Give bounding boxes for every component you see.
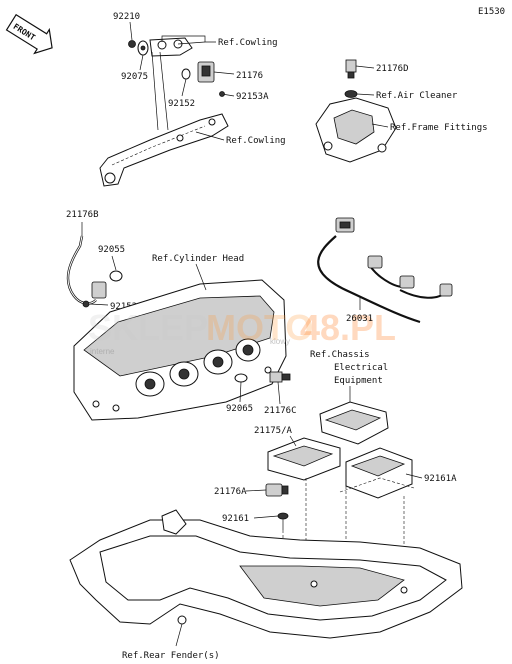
wiring-harness [317, 217, 453, 324]
label-92153a: 92153A [236, 92, 269, 102]
label-92153: 92153 [110, 302, 137, 312]
front-arrow-icon: FRONT [5, 13, 53, 55]
diagram-code: E1530 [478, 7, 505, 17]
label-ref-cowling-top: Ref.Cowling [218, 38, 278, 48]
bracket-92161a [339, 447, 415, 499]
label-21176: 21176 [236, 71, 263, 81]
label-ref-cowling-mid: Ref.Cowling [226, 136, 286, 146]
label-21176b: 21176B [66, 210, 99, 220]
label-ref-frame-fittings: Ref.Frame Fittings [390, 123, 488, 133]
label-92065: 92065 [226, 404, 253, 414]
label-21176d: 21176D [376, 64, 409, 74]
cylinder-head [73, 279, 287, 421]
label-26031: 26031 [346, 314, 373, 324]
watermark-sub-left: interne [90, 347, 115, 356]
label-21176c: 21176C [264, 406, 297, 416]
label-92055: 92055 [98, 245, 125, 255]
label-electrical: Electrical [334, 363, 388, 373]
watermark-sub-right: klowy [270, 337, 290, 346]
sensor-21176b-group [66, 235, 123, 308]
label-equipment: Equipment [334, 376, 383, 386]
label-21176a: 21176A [214, 487, 247, 497]
watermark-right: 48.PL [300, 307, 396, 348]
label-ref-chassis: Ref.Chassis [310, 350, 370, 360]
label-92152: 92152 [168, 99, 195, 109]
watermark: SKLEP MOTO 48.PL interne klowy [88, 307, 396, 356]
watermark-left: SKLEP [88, 307, 208, 348]
label-92161a: 92161A [424, 474, 457, 484]
label-ref-cylinder-head: Ref.Cylinder Head [152, 254, 244, 264]
sensor-bracket-cluster [128, 37, 235, 131]
label-92075: 92075 [121, 72, 148, 82]
label-92161: 92161 [222, 514, 249, 524]
label-ref-rear-fender: Ref.Rear Fender(s) [122, 651, 220, 661]
ecu-upper [319, 401, 389, 445]
sensor-21176d-group [315, 59, 397, 163]
grommet-92161 [277, 512, 289, 530]
ecu-21175a [267, 437, 341, 481]
label-ref-air-cleaner: Ref.Air Cleaner [376, 91, 458, 101]
label-92210: 92210 [113, 12, 140, 22]
cowling-stay [99, 113, 229, 187]
rear-fender [69, 509, 463, 639]
label-21175a: 21175/A [254, 426, 293, 436]
sensor-21176a-group [265, 483, 289, 497]
watermark-mid: MOTO [206, 307, 313, 348]
